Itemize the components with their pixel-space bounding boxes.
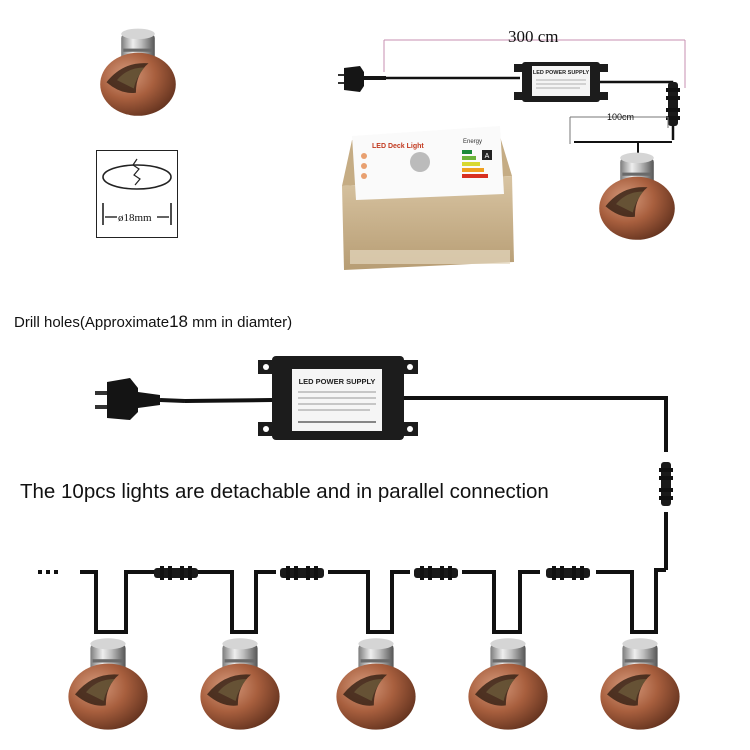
light-fixture-icon <box>68 638 148 730</box>
connector-icon <box>154 566 198 580</box>
light-fixture-icon <box>200 638 280 730</box>
svg-text:LED Deck Light: LED Deck Light <box>372 143 424 150</box>
connector-icon <box>280 566 324 580</box>
product-box: LED Deck Light Energy A <box>342 126 514 270</box>
svg-text:Energy: Energy <box>463 139 482 145</box>
drill-caption-prefix: Drill holes(Approximate <box>14 314 170 331</box>
light-fixture-icon <box>599 152 675 240</box>
drill-caption-suffix: mm in diamter) <box>187 314 293 331</box>
connector-icon <box>414 566 458 580</box>
light-fixture-icon <box>468 638 548 730</box>
power-supply-small: LED POWER SUPPLY <box>514 62 608 102</box>
light-fixture-icon <box>336 638 416 730</box>
connector-icon <box>546 566 590 580</box>
light-fixture-icon <box>100 28 176 116</box>
plug-icon <box>95 378 186 420</box>
svg-text:A: A <box>485 153 490 160</box>
plug-icon <box>338 66 386 92</box>
svg-text:LED POWER SUPPLY: LED POWER SUPPLY <box>533 70 590 76</box>
main-wiring-diagram: LED POWER SUPPLY <box>38 356 680 730</box>
parallel-connection-caption: The 10pcs lights are detachable and in p… <box>20 480 549 503</box>
power-supply-unit: LED POWER SUPPLY <box>258 356 418 440</box>
drill-caption-number: 18 <box>169 312 188 331</box>
cable-length-main-label: 300 cm <box>508 27 559 46</box>
drill-hole-diagram <box>96 150 178 238</box>
drill-hole-icon <box>102 158 172 225</box>
cable-length-branch-label: 100cm <box>607 112 635 122</box>
connector-icon <box>659 462 673 506</box>
light-fixture-icon <box>600 638 680 730</box>
drill-size-label: ø18mm <box>118 212 152 224</box>
svg-text:LED POWER SUPPLY: LED POWER SUPPLY <box>299 377 376 386</box>
drill-caption: Drill holes(Approximate18 mm in diamter) <box>14 312 292 332</box>
top-wiring-diagram: LED POWER SUPPLY <box>338 39 686 240</box>
